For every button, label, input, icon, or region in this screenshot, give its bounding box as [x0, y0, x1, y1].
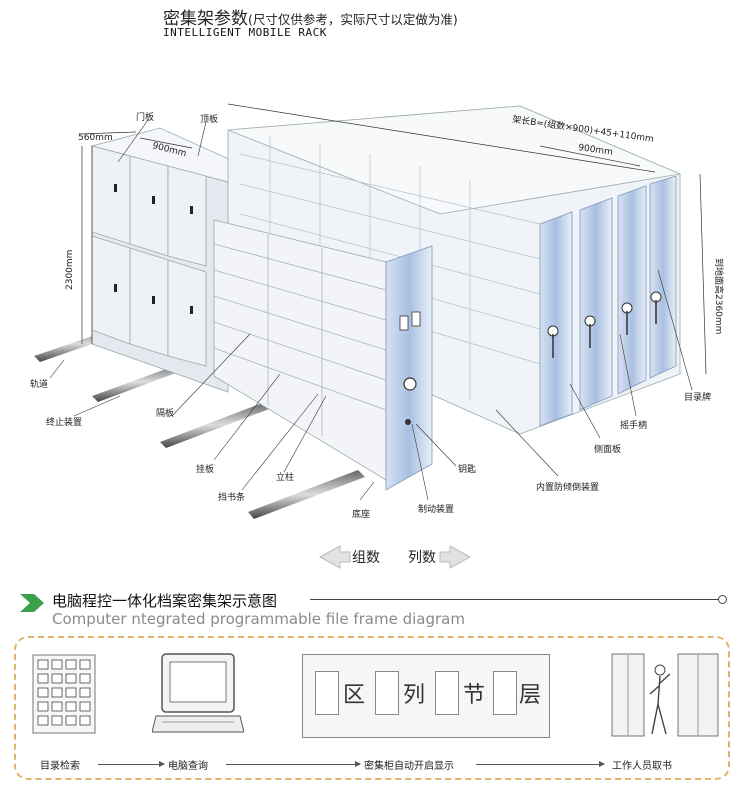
page-title: 密集架参数(尺寸仅供参考，实际尺寸以定做为准)	[163, 4, 458, 29]
label-catalog: 目录牌	[684, 391, 711, 403]
green-arrow-icon	[20, 594, 44, 612]
page-subtitle-en: INTELLIGENT MOBILE RACK	[163, 26, 327, 39]
display-cell	[375, 671, 399, 715]
label-column: 立柱	[276, 471, 294, 483]
flow-arrow-icon	[98, 761, 165, 767]
rack-illustration: 560mm 900mm 2300mm 架长B=(组数×900)+45+110mm…	[30, 103, 725, 520]
flow-arrow-icon	[476, 761, 605, 767]
page-title-main: 密集架参数	[163, 9, 248, 29]
flow-arrow-icon	[226, 761, 361, 767]
flow-frame	[14, 636, 730, 780]
label-brake: 制动装置	[418, 503, 454, 515]
computer-icon	[152, 653, 244, 733]
flow-step-auto-open: 密集柜自动开启显示	[364, 761, 454, 772]
worker-cabinet-icon	[611, 653, 719, 737]
display-char-column: 列	[403, 683, 426, 708]
dim-2300: 2300mm	[65, 250, 75, 290]
section-title-en: Computer ntegrated programmable file fra…	[52, 610, 465, 628]
display-char-section: 节	[463, 683, 486, 708]
label-stop-device: 终止装置	[46, 416, 82, 428]
label-base: 底座	[352, 508, 370, 520]
label-handle: 摇手柄	[620, 419, 647, 431]
section-divider-end-icon	[718, 595, 727, 604]
flow-step-catalog-search: 目录检索	[40, 761, 80, 772]
keypad-icon	[32, 654, 96, 734]
section-title-cn: 电脑程控一体化档案密集架示意图	[52, 592, 278, 610]
flow-step-computer-query: 电脑查询	[168, 761, 208, 772]
label-key: 钥匙	[458, 463, 476, 475]
label-top: 顶板	[200, 113, 218, 125]
dimension-lines	[79, 103, 707, 375]
display-cell	[435, 671, 459, 715]
leader-lines	[49, 119, 693, 501]
section-divider	[310, 599, 720, 600]
label-side-panel: 侧面板	[594, 443, 621, 455]
page-title-note: (尺寸仅供参考，实际尺寸以定做为准)	[248, 12, 458, 27]
direction-arrows-icon	[318, 545, 472, 569]
dim-900-right: 900mm	[578, 143, 614, 158]
dim-560: 560mm	[78, 133, 113, 143]
display-cell	[315, 671, 339, 715]
zone-display-board: 区 列 节 层	[302, 654, 550, 738]
label-book-stop: 挡书条	[218, 491, 245, 503]
label-track: 轨道	[30, 378, 48, 390]
door-cabinet-block	[90, 127, 241, 393]
flow-step-staff-fetch: 工作人员取书	[612, 761, 672, 772]
display-char-zone: 区	[343, 683, 366, 708]
label-shelf: 隔板	[156, 407, 174, 419]
label-door: 门板	[136, 111, 154, 123]
display-cell	[493, 671, 517, 715]
display-char-layer: 层	[519, 683, 542, 708]
direction-indicator: 组数 列数	[300, 543, 490, 571]
label-anti-tilt: 内置防倾倒装置	[536, 481, 599, 493]
front-open-shelf	[213, 219, 433, 491]
direction-columns: 列数	[408, 550, 436, 566]
direction-groups: 组数	[352, 550, 380, 566]
dim-total-height: 到地面高2360mm	[713, 258, 725, 334]
label-hanger: 挂板	[196, 463, 214, 475]
